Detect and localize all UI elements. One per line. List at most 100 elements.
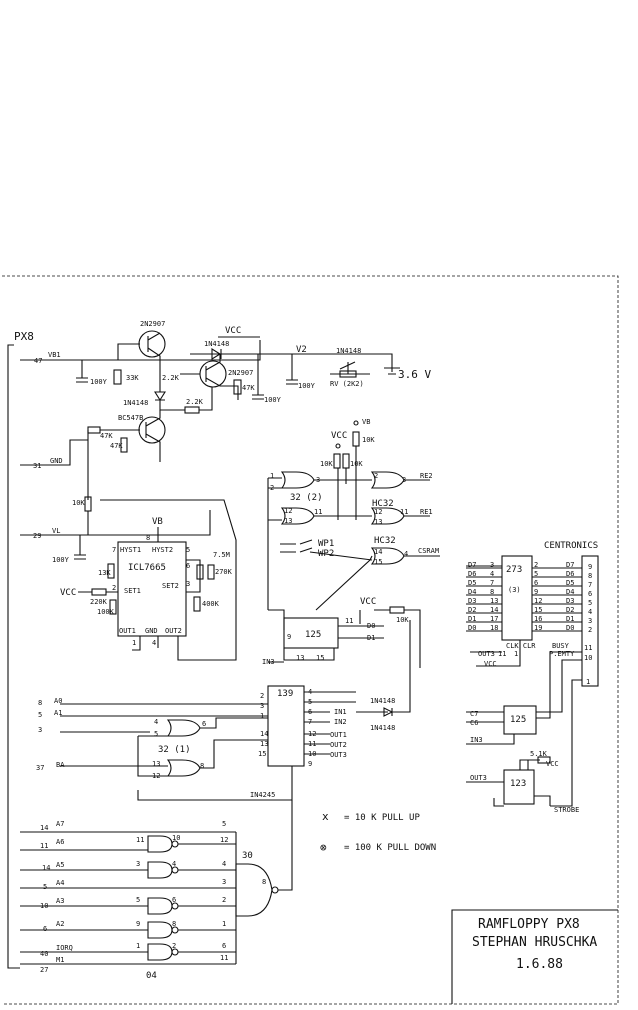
u30-pin8: 8 [262,878,266,886]
px8-label: PX8 [14,330,34,343]
resistor-47k [233,379,242,395]
u125-pin9: 9 [287,633,291,641]
legend-pull-up: = 10 K PULL UP [344,813,420,823]
u30-pin2: 2 [222,896,226,904]
a7-label: A7 [56,820,64,828]
resistor-47k-b [87,426,101,434]
n3-pin6: 6 [172,896,176,904]
legend: x = 10 K PULL UP ⊗ = 100 K PULL DOWN [320,810,436,854]
power-switch: 100Y 2N2907 33K 2.2K VCC 1N4148 2N2907 4… [20,320,431,535]
vcc-label-125: VCC [360,597,376,607]
title-block: RAMFLOPPY PX8 STEPHAN HRUSCHKA 1.6.88 [451,909,618,1004]
u273-in-pin-1: 4 [490,570,494,578]
pin-31: 31 [33,462,41,470]
r47k-label: 47K [242,384,255,392]
c7-label: C7 [470,710,478,718]
out3b-label: OUT3 [470,774,487,782]
u273-out-pin-1: 5 [534,570,538,578]
r22k-label: 2.2K [162,374,180,382]
n4-pin8: 8 [172,920,176,928]
q2-label: 2N2907 [228,369,253,377]
title-line-2: STEPHAN HRUSCHKA [472,935,597,950]
centronics-out-label-0: D7 [566,561,574,569]
icl-vb-label: VB [152,517,163,527]
iorq-label: IORQ [56,944,73,952]
u-pin13: 13 [284,517,292,525]
resistor-47k-c [120,437,128,453]
r33k-label: 33K [126,374,139,382]
centronics-conn-pin-2: 7 [588,581,592,589]
chip-125-b-label: 125 [510,715,526,725]
out3-label: OUT3 [330,751,347,759]
gnd-label: GND [50,457,63,465]
strobe-label: STROBE [554,806,579,814]
conn-pin10: 10 [584,654,592,662]
u273-out-pin-6: 16 [534,615,542,623]
r10k-label: 10K [72,499,85,507]
centronics-in-label-4: D3 [468,597,476,605]
u273-in-pin-5: 14 [490,606,498,614]
q3-label: BC547B [118,414,143,422]
vl-label: VL [52,527,60,535]
centronics-in-label-0: D7 [468,561,476,569]
in2-label: IN2 [334,718,347,726]
u30-pin12: 12 [220,836,228,844]
r47k3-label: 47K [110,442,123,450]
u273-in-pin-2: 7 [490,579,494,587]
or-gate-32-1a [166,719,201,737]
u139-pin15: 15 [258,750,266,758]
legend-x-symbol: x [322,810,329,823]
chip-125-b [503,705,537,735]
pempty-label: P.EMTY [549,650,575,658]
ba-label: BA [56,761,65,769]
nand-gate-3 [147,897,173,915]
r10k-a-label: 10K [320,460,333,468]
centronics-conn-pin-6: 3 [588,617,592,625]
cap-100u-vl: 100Y [52,556,70,564]
title-line-3: 1.6.88 [516,957,563,972]
centronics-title: CENTRONICS [544,541,598,551]
diode-label-a: 1N4148 [370,697,395,705]
battery-label: 3.6 V [398,368,431,381]
csram-pin4: 4 [404,550,408,558]
centronics-in-label-5: D2 [468,606,476,614]
vcc-label-icl: VCC [60,588,76,598]
in4245-label: IN4245 [250,791,275,799]
chip-04-label: 04 [146,971,157,981]
d3-label: 1N4148 [123,399,148,407]
re1-pin11: 11 [400,508,408,516]
nand-8-input-30 [235,863,273,917]
icl-hyst2: HYST2 [152,546,173,554]
centronics-out-label-4: D3 [566,597,574,605]
d1-label: 1N4148 [204,340,229,348]
pin-29: 29 [33,532,41,540]
cap-100u-2: 100Y [264,396,282,404]
re1-signal: RE1 [420,508,433,516]
icl7665: 100Y VB 8 HYST1 HYST2 ICL7665 SET1 SET2 … [20,499,237,661]
vb-label-wp: VB [362,418,370,426]
centronics-out-label-6: D1 [566,615,574,623]
centronics-conn-pin-5: 4 [588,608,592,616]
icl-pin2: 2 [112,584,116,592]
a4-label: A4 [56,879,64,887]
write-protect-logic: VCC VB 10K 10K 10K 1 2 3 32 (2) 2 3 RE2 … [262,418,440,668]
resistor-220k [91,588,107,596]
wp1-label: WP1 [318,539,334,549]
pin-6: 6 [43,925,47,933]
icl-pin6: 6 [186,562,190,570]
u139-pin14: 14 [260,730,268,738]
icl-gnd: GND [145,627,158,635]
c6-label: C6 [470,719,478,727]
or-gate-32-2 [280,471,315,489]
in1-label: IN1 [334,708,347,716]
centronics-conn-pin-4: 5 [588,599,592,607]
g322-pin1: 1 [270,472,274,480]
u273-out-pin-0: 2 [534,561,538,569]
r10k-d2-label: 10K [396,616,409,624]
pin-40: 40 [40,950,48,958]
chip-273 [501,555,533,641]
or-gate-re1 [370,507,405,525]
